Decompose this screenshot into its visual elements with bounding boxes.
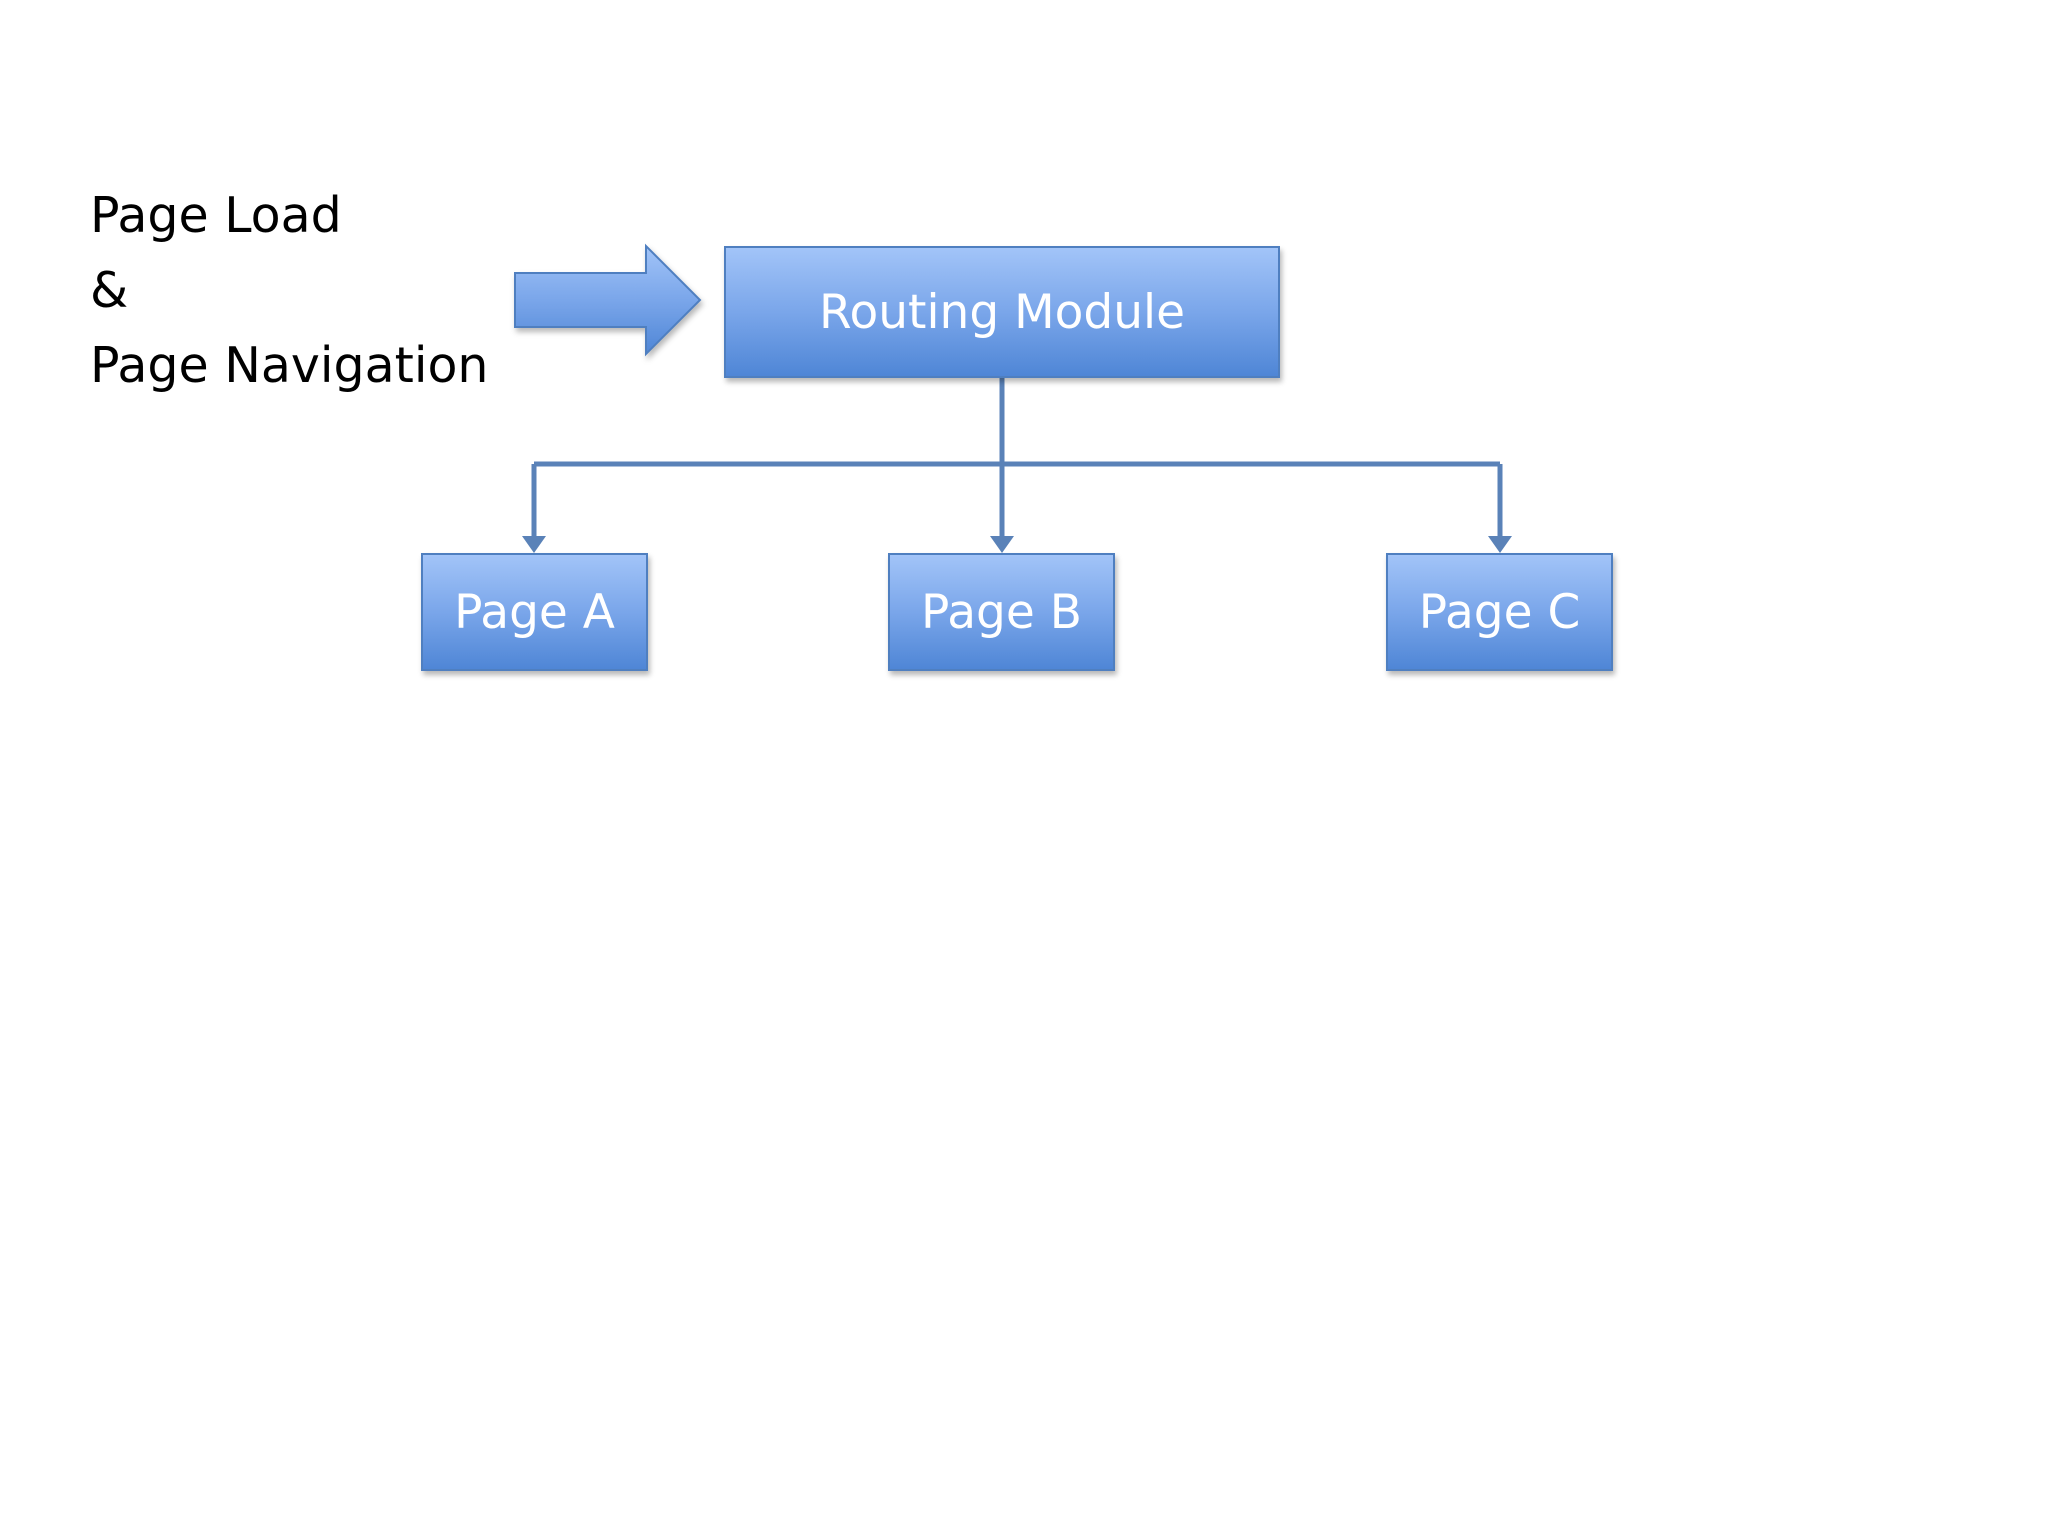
trigger-label: Page Load & Page Navigation (90, 178, 488, 403)
routing-module-node: Routing Module (724, 246, 1280, 378)
input-arrow-icon (514, 243, 702, 357)
page-a-label: Page A (454, 584, 615, 640)
arrowhead-page-b-icon (990, 536, 1014, 553)
page-a-node: Page A (421, 553, 648, 671)
trigger-label-line-3: Page Navigation (90, 337, 489, 394)
trigger-label-line-2: & (90, 262, 129, 319)
page-b-node: Page B (888, 553, 1115, 671)
page-c-node: Page C (1386, 553, 1613, 671)
routing-module-label: Routing Module (818, 284, 1186, 340)
arrowhead-page-c-icon (1488, 536, 1512, 553)
page-c-label: Page C (1418, 584, 1581, 640)
page-b-label: Page B (921, 584, 1082, 640)
trigger-label-line-1: Page Load (90, 187, 342, 244)
arrowhead-page-a-icon (522, 536, 546, 553)
